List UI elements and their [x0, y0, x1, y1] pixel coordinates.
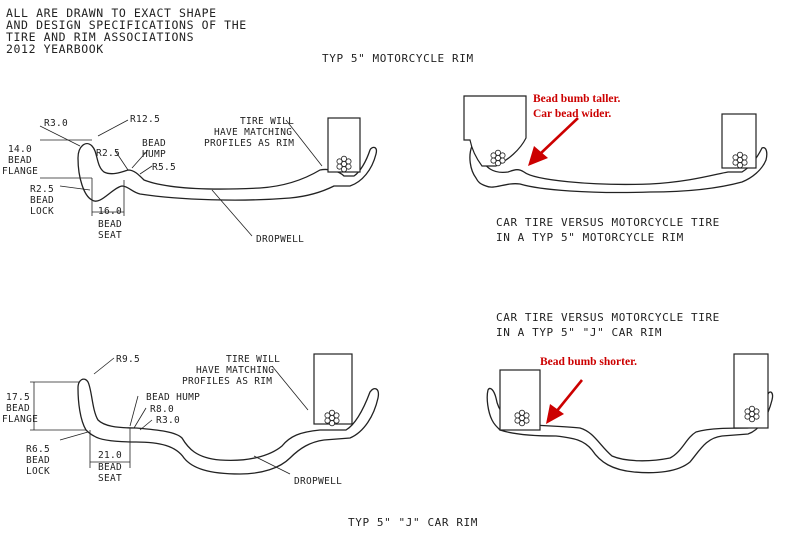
arrow-shorter-head [546, 404, 564, 424]
car-flange-label-1: 17.5 [6, 392, 30, 403]
motorcycle-rim-drawing: TYP 5" MOTORCYCLE RIM R3.0 R12.5 R2.5 BE… [2, 52, 474, 245]
seat-label-1: 16.0 [98, 206, 122, 217]
arrow-taller-head [528, 146, 548, 166]
hump-leader [131, 149, 149, 169]
header-note: ALL ARE DRAWN TO EXACT SHAPE AND DESIGN … [6, 6, 247, 56]
flange-label-3: FLANGE [2, 166, 38, 177]
lock-label-1: R2.5 [30, 184, 54, 195]
lock-label-3: LOCK [30, 206, 54, 217]
car-rim-drawing: R9.5 BEAD HUMP R8.0 R3.0 17.5 BEAD FLANG… [2, 353, 478, 529]
car-rim-title: TYP 5" "J" CAR RIM [348, 516, 478, 529]
r125-label: R12.5 [130, 114, 160, 125]
car-lock-label-1: R6.5 [26, 444, 50, 455]
note-wider: Car bead wider. [533, 108, 611, 120]
seat-label-3: SEAT [98, 230, 122, 241]
car-tire-section [463, 95, 527, 167]
r125-leader [97, 119, 129, 137]
r30-leader [39, 125, 81, 147]
flange-label-2: BEAD [8, 155, 32, 166]
header-line-1: ALL ARE DRAWN TO EXACT SHAPE [6, 6, 217, 20]
car-r95-leader [93, 357, 115, 375]
car-hump-leader [129, 395, 139, 427]
car-seat-label-1: 21.0 [98, 450, 122, 461]
car-bead-hump-label: BEAD HUMP [146, 392, 200, 403]
car-flange-label-2: BEAD [6, 403, 30, 414]
seat-label-2: BEAD [98, 219, 122, 230]
motorcycle-tire-bead-bundle [336, 155, 352, 173]
arrow-shorter-shaft [554, 379, 584, 413]
header-line-3: TIRE AND RIM ASSOCIATIONS [6, 30, 194, 44]
car-flange-label-3: FLANGE [2, 414, 38, 425]
car-tire-bead-bundle [490, 149, 506, 167]
car-dropwell-leader [253, 455, 291, 475]
tire-note-1: TIRE WILL [240, 116, 294, 127]
car-r95-label: R9.5 [116, 354, 140, 365]
compare-moto-caption-2: IN A TYP 5" MOTORCYCLE RIM [496, 231, 684, 244]
compare-moto-caption-1: CAR TIRE VERSUS MOTORCYCLE TIRE [496, 216, 720, 229]
lock-label-2: BEAD [30, 195, 54, 206]
r30-label: R3.0 [44, 118, 68, 129]
car-lock-label-2: BEAD [26, 455, 50, 466]
car-rim-bead-bundle [324, 409, 340, 427]
motorcycle-rim-title: TYP 5" MOTORCYCLE RIM [322, 52, 474, 65]
car-tire-note-1: TIRE WILL [226, 354, 280, 365]
car-tire-note-2: HAVE MATCHING [196, 365, 274, 376]
moto-tire-bead-bundle [732, 151, 748, 169]
car-r80-leader [133, 407, 147, 429]
compare-moto-bead-bundle [744, 405, 760, 423]
car-r80-label: R8.0 [150, 404, 174, 415]
car-r30-label: R3.0 [156, 415, 180, 426]
flange-label-1: 14.0 [8, 144, 32, 155]
compare-car-caption-1: CAR TIRE VERSUS MOTORCYCLE TIRE [496, 311, 720, 324]
header-line-2: AND DESIGN SPECIFICATIONS OF THE [6, 18, 247, 32]
car-lock-label-3: LOCK [26, 466, 50, 477]
dropwell-leader [211, 189, 253, 237]
car-dropwell-label: DROPWELL [294, 476, 342, 487]
tire-note-leader [285, 119, 323, 167]
lock-leader [59, 185, 91, 191]
car-tire-note-3: PROFILES AS RIM [182, 376, 272, 387]
car-seat-label-2: BEAD [98, 462, 122, 473]
r25-top-label: R2.5 [96, 148, 120, 159]
car-seat-label-3: SEAT [98, 473, 122, 484]
tire-note-2: HAVE MATCHING [214, 127, 292, 138]
compare-in-car-rim: CAR TIRE VERSUS MOTORCYCLE TIRE IN A TYP… [486, 311, 774, 474]
compare-car-caption-2: IN A TYP 5" "J" CAR RIM [496, 326, 662, 339]
bead-hump-label-1: BEAD [142, 138, 166, 149]
compare-in-motorcycle-rim: Bead bumb taller. Car bead wider. CAR TI… [463, 93, 768, 244]
bead-hump-label-2: HUMP [142, 149, 166, 160]
car-lock-leader [59, 431, 89, 441]
r25-leader [115, 151, 129, 171]
header-line-4: 2012 YEARBOOK [6, 42, 104, 56]
compare-car-bead-bundle [514, 409, 530, 427]
r55-label: R5.5 [152, 162, 176, 173]
note-shorter: Bead bumb shorter. [540, 356, 637, 368]
arrow-taller-shaft [539, 117, 579, 155]
note-taller: Bead bumb taller. [533, 93, 621, 105]
car-rim-profile [77, 378, 380, 475]
car-tire-note-leader [271, 365, 309, 411]
dropwell-label: DROPWELL [256, 234, 304, 245]
car-r30-leader [139, 419, 153, 431]
tire-note-3: PROFILES AS RIM [204, 138, 294, 149]
r55-leader [139, 165, 153, 175]
compare-car-tire-left [499, 369, 541, 431]
